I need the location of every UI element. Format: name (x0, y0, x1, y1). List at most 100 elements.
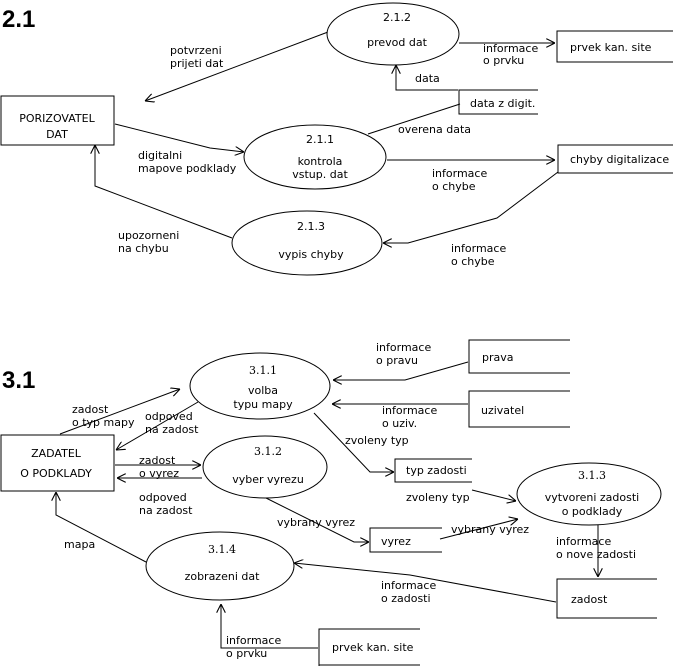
process-3-1-1[interactable]: 3.1.1 volba typu mapy (189, 352, 331, 420)
svg-text:informace: informace (483, 42, 538, 55)
process-2-1-2[interactable]: 2.1.2 prevod dat (326, 2, 460, 66)
flow-arrow (116, 401, 199, 450)
store-prvek-kan-site[interactable]: prvek kan. site (318, 628, 420, 666)
store-chyby-digitalizace[interactable]: chyby digitalizace (557, 144, 673, 174)
flow-label: informace o prvku (483, 42, 538, 67)
flow-label: informace o chybe (451, 242, 506, 268)
flow-arrow (313, 412, 394, 472)
svg-text:mapove podklady: mapove podklady (138, 162, 237, 175)
flow-label: odpoved na zadost (139, 491, 193, 517)
flow-label: informace o uziv. (382, 404, 437, 430)
process-number: 2.1.2 (383, 11, 411, 24)
flow-label: vybrany vyrez (451, 523, 529, 536)
store-typ-zadosti[interactable]: typ zadosti (394, 458, 472, 483)
flow-arrow (114, 123, 244, 152)
flow-label: digitalni mapove podklady (138, 149, 237, 175)
store-prvek-kan-site[interactable]: prvek kan. site (556, 30, 673, 63)
svg-text:informace: informace (376, 341, 431, 354)
flow-label: potvrzeni prijeti dat (170, 44, 224, 70)
svg-text:informace: informace (556, 535, 611, 548)
svg-text:o chybe: o chybe (451, 255, 495, 268)
entity-zadatel-o-podklady[interactable]: ZADATEL O PODKLADY (0, 434, 115, 492)
flow-arrow (263, 496, 369, 542)
svg-text:zvoleny typ: zvoleny typ (345, 434, 409, 447)
svg-text:prijeti dat: prijeti dat (170, 57, 224, 70)
svg-text:odpoved: odpoved (139, 491, 187, 504)
process-label: vyber vyrezu (232, 473, 304, 486)
svg-text:informace: informace (432, 167, 487, 180)
flow-arrow (56, 492, 147, 563)
flow-label: zvoleny typ (406, 491, 470, 504)
flow-label: informace o nove zadosti (556, 535, 636, 561)
store-label: chyby digitalizace (570, 153, 669, 166)
process-2-1-1[interactable]: 2.1.1 kontrola vstup. dat (243, 124, 387, 190)
svg-text:o prvku: o prvku (483, 54, 524, 67)
store-label: zadost (571, 593, 608, 606)
process-label-line-1: volba (248, 384, 278, 397)
svg-text:o nove zadosti: o nove zadosti (556, 548, 636, 561)
svg-text:mapa: mapa (64, 538, 95, 551)
flow-arrow (439, 519, 518, 540)
process-label-line-1: vytvoreni zadosti (545, 491, 639, 504)
store-label: data z digit. (470, 97, 535, 110)
process-number: 2.1.1 (306, 133, 334, 146)
flow-label: upozorneni na chybu (118, 229, 179, 255)
svg-text:na zadost: na zadost (145, 423, 199, 436)
process-3-1-2[interactable]: 3.1.2 vyber vyrezu (202, 435, 328, 499)
flow-arrow (471, 489, 516, 501)
store-uzivatel[interactable]: uzivatel (468, 390, 570, 428)
flow-label: informace o pravu (376, 341, 431, 367)
entity-label-line-2: O PODKLADY (20, 467, 92, 480)
flow-label: mapa (64, 538, 95, 551)
flow-label: informace o prvku (226, 634, 281, 660)
diagram-2-1: 2.1 PORIZOVATEL DAT 2.1.2 prevod dat 2.1 (0, 2, 673, 276)
svg-text:vybrany vyrez: vybrany vyrez (451, 523, 529, 536)
store-label: prvek kan. site (332, 641, 414, 654)
process-3-1-3[interactable]: 3.1.3 vytvoreni zadosti o podklady (516, 462, 662, 526)
svg-text:overena data: overena data (398, 123, 471, 136)
flow-arrow (221, 604, 318, 649)
store-label: prvek kan. site (570, 41, 652, 54)
process-number: 3.1.3 (578, 469, 606, 482)
entity-label-line-1: ZADATEL (31, 447, 82, 460)
store-label: typ zadosti (406, 464, 467, 477)
svg-text:zadost: zadost (139, 454, 176, 467)
svg-text:data: data (415, 72, 440, 85)
process-label-line-1: kontrola (298, 155, 343, 168)
process-label: prevod dat (367, 36, 427, 49)
flow-label: zadost o vyrez (139, 454, 179, 480)
process-2-1-3[interactable]: 2.1.3 vypis chyby (231, 210, 383, 276)
entity-porizovatel-dat[interactable]: PORIZOVATEL DAT (0, 95, 115, 146)
flow-arrow (383, 171, 559, 243)
store-label: prava (482, 351, 514, 364)
process-number: 3.1.1 (249, 364, 277, 377)
flow-label: vybrany vyrez (277, 516, 355, 529)
svg-text:o typ mapy: o typ mapy (72, 416, 135, 429)
svg-text:digitalni: digitalni (138, 149, 182, 162)
svg-text:o vyrez: o vyrez (139, 467, 179, 480)
flow-arrow (333, 361, 469, 380)
store-data-z-digit[interactable]: data z digit. (458, 89, 538, 115)
svg-text:o prvku: o prvku (226, 647, 267, 660)
store-vyrez[interactable]: vyrez (369, 527, 442, 553)
store-zadost[interactable]: zadost (556, 578, 657, 619)
flow-label: zvoleny typ (345, 434, 409, 447)
svg-text:vybrany vyrez: vybrany vyrez (277, 516, 355, 529)
process-label: vypis chyby (278, 248, 344, 261)
process-label-line-2: o podklady (562, 505, 623, 518)
store-label: vyrez (381, 535, 411, 548)
store-label: uzivatel (481, 404, 524, 417)
flow-label: informace o chybe (432, 167, 487, 193)
svg-text:odpoved: odpoved (145, 410, 193, 423)
svg-text:o zadosti: o zadosti (381, 592, 431, 605)
svg-text:potvrzeni: potvrzeni (170, 44, 222, 57)
svg-text:zvoleny typ: zvoleny typ (406, 491, 470, 504)
process-number: 2.1.3 (297, 220, 325, 233)
svg-text:o uziv.: o uziv. (382, 417, 417, 430)
entity-label-line-1: PORIZOVATEL (19, 112, 95, 125)
process-3-1-4[interactable]: 3.1.4 zobrazeni dat (145, 531, 295, 601)
svg-text:informace: informace (381, 579, 436, 592)
diagram-title: 2.1 (2, 6, 35, 33)
store-prava[interactable]: prava (468, 339, 570, 374)
